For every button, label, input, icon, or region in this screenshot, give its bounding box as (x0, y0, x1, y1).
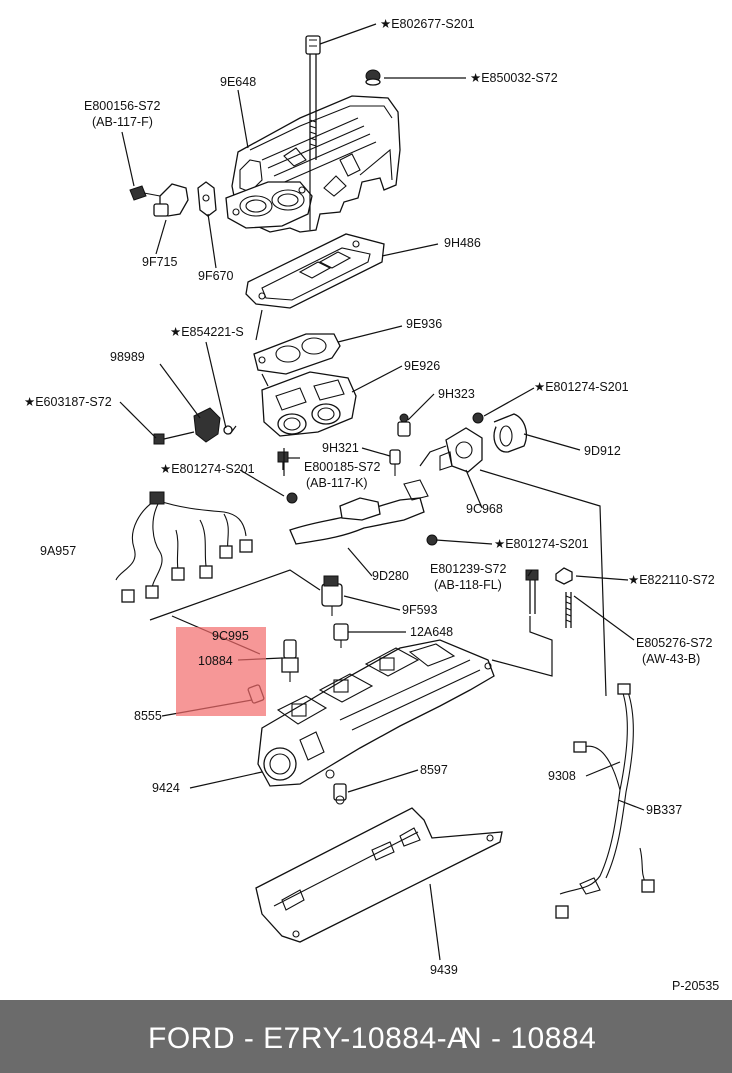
label-9308: 9308 (548, 769, 576, 783)
label-10884: 10884 (198, 654, 233, 668)
label-9f593: 9F593 (402, 603, 437, 617)
cap-e850032 (365, 69, 381, 86)
label-e801274-c: ★E801274-S201 (494, 537, 589, 551)
label-e822110: ★E822110-S72 (628, 573, 715, 587)
label-e850032: ★E850032-S72 (470, 71, 558, 85)
label-8555: 8555 (134, 709, 162, 723)
sensor-9f715 (129, 183, 189, 217)
label-9e926: 9E926 (404, 359, 440, 373)
label-aw43b: (AW-43-B) (642, 652, 700, 666)
valve-9c968 (439, 412, 484, 473)
label-9b337: 9B337 (646, 803, 682, 817)
label-e802677: ★E802677-S201 (380, 17, 475, 31)
label-9d912: 9D912 (584, 444, 621, 458)
label-ab118fl: (AB-118-FL) (434, 578, 502, 592)
label-ab117f: (AB-117-F) (92, 115, 153, 129)
bracket-98989 (193, 407, 233, 443)
bolt-e802677 (305, 35, 321, 160)
sensor-10884 (281, 639, 299, 682)
label-9f715: 9F715 (142, 255, 177, 269)
label-e854221: ★E854221-S (170, 325, 244, 339)
exploded-parts-diagram: ★E802677-S201 ★E850032-S72 E800156-S72 (… (24, 17, 719, 993)
label-9e936: 9E936 (406, 317, 442, 331)
gasket-9e936 (253, 333, 341, 375)
fitting-9h321 (389, 449, 401, 476)
label-e603187: ★E603187-S72 (24, 395, 112, 409)
upper-intake-manifold (225, 95, 401, 233)
spacer-9d912 (493, 413, 528, 453)
label-9h323: 9H323 (438, 387, 475, 401)
sensor-12a648 (333, 623, 349, 648)
hose-assembly-9308 (555, 683, 655, 919)
label-e801274-a: ★E801274-S201 (534, 380, 629, 394)
footer-part-number: FORD - E7RY-10884-A (148, 1022, 468, 1055)
wiring-harness-9a957 (115, 491, 253, 603)
fitting-8597 (333, 783, 347, 805)
label-9a957: 9A957 (40, 544, 76, 558)
label-9e648: 9E648 (220, 75, 256, 89)
label-9d280: 9D280 (372, 569, 409, 583)
label-98989: 98989 (110, 350, 145, 364)
label-8597: 8597 (420, 763, 448, 777)
label-9f670: 9F670 (198, 269, 233, 283)
label-e800185: E800185-S72 (304, 460, 381, 474)
label-9h486: 9H486 (444, 236, 481, 250)
part-number-footer: FORD - E7RY-10884-A N - 10884 (0, 1000, 732, 1073)
label-9439: 9439 (430, 963, 458, 977)
label-9424: 9424 (152, 781, 180, 795)
label-ab117k: (AB-117-K) (306, 476, 368, 490)
label-9c995: 9C995 (212, 629, 249, 643)
sensor-9h323 (397, 413, 411, 437)
bolt-e801239 (525, 569, 539, 614)
label-p20535: P-20535 (672, 979, 719, 993)
lower-intake-manifold (257, 639, 495, 787)
injector-9f593 (321, 575, 343, 616)
bolt-e800185 (277, 451, 289, 470)
guide-lines (149, 160, 607, 697)
label-9c968: 9C968 (466, 502, 503, 516)
bolt-e603187 (153, 431, 195, 445)
part-labels: ★E802677-S201 ★E850032-S72 E800156-S72 (… (24, 17, 719, 993)
stud-e805276 (565, 592, 572, 628)
label-e801274-b: ★E801274-S201 (160, 462, 255, 476)
label-12a648: 12A648 (410, 625, 453, 639)
label-e800156: E800156-S72 (84, 99, 161, 113)
label-e801239: E801239-S72 (430, 562, 507, 576)
nut-e822110 (555, 567, 573, 585)
footer-reference-number: N - 10884 (460, 1022, 597, 1055)
gasket-9f670 (197, 181, 217, 217)
valley-cover-9439 (255, 807, 503, 943)
label-e805276: E805276-S72 (636, 636, 713, 650)
egr-tube-9d280 (286, 479, 438, 546)
gasket-9h486 (245, 233, 385, 309)
throttle-body-9e926 (261, 371, 357, 437)
label-9h321: 9H321 (322, 441, 359, 455)
highlight-box (176, 627, 266, 716)
